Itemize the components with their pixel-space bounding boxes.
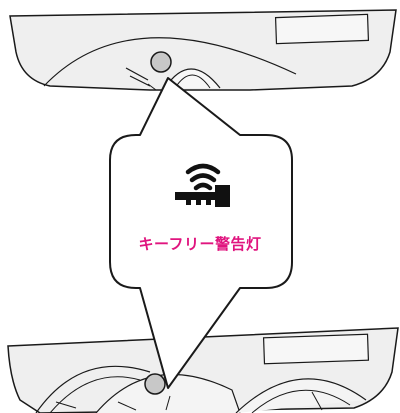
bottom-center-gauge <box>95 373 241 413</box>
bottom-instrument-cluster <box>7 327 399 413</box>
bottom-display-window <box>262 333 370 365</box>
bottom-left-gauge <box>35 365 151 413</box>
callout-bubble <box>109 77 293 389</box>
top-indicator-dot <box>150 51 172 73</box>
keyfree-warning-label: キーフリー警告灯 <box>138 235 262 253</box>
top-cluster-arc <box>43 37 297 87</box>
keyfree-key-signal-icon <box>175 163 230 207</box>
top-instrument-cluster <box>9 9 397 91</box>
bottom-indicator-dot <box>144 373 166 395</box>
bottom-right-gauge <box>235 378 367 413</box>
top-display-window <box>274 13 370 45</box>
